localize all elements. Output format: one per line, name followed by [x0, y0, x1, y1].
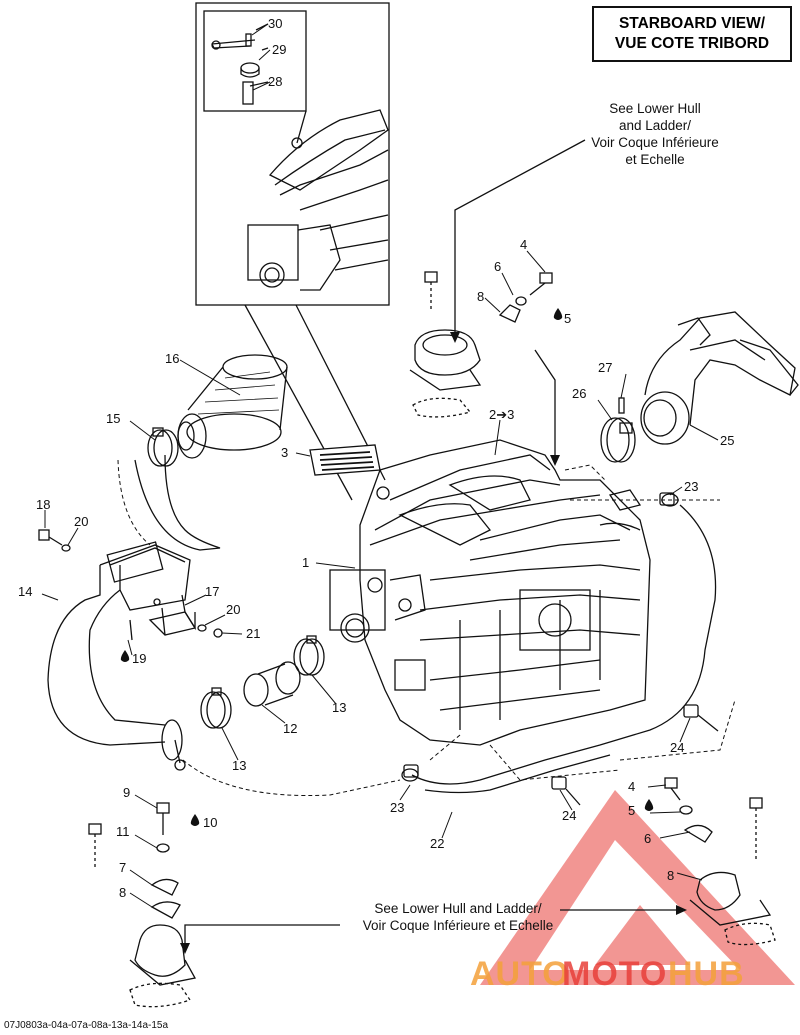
- view-title-line-1: STARBOARD VIEW/: [618, 15, 766, 32]
- note-bottom: See Lower Hull and Ladder/ Voir Coque In…: [363, 901, 554, 933]
- callout-4-bottom: 4: [628, 779, 635, 794]
- callout-labels: 30 29 28 16 15 3 1 2➔3 8 6 4 5 27 26 25 …: [18, 16, 734, 900]
- callout-19: 19: [132, 651, 146, 666]
- engine-mount-bottom-right: [664, 777, 776, 946]
- callout-5-bottom: 5: [628, 803, 635, 818]
- hose-part-12: [243, 661, 301, 707]
- callout-16: 16: [165, 351, 179, 366]
- callout-1: 1: [302, 555, 309, 570]
- clamp-part-26: [600, 417, 636, 463]
- callout-15: 15: [106, 411, 120, 426]
- callout-6-top: 6: [494, 259, 501, 274]
- callout-27: 27: [598, 360, 612, 375]
- clamp-part-13: [200, 635, 325, 729]
- callout-28: 28: [268, 74, 282, 89]
- callout-2-3: 2➔3: [489, 407, 514, 422]
- note-top: See Lower Hull and Ladder/ Voir Coque In…: [591, 101, 719, 167]
- view-title-line-2: VUE COTE TRIBORD: [614, 35, 770, 52]
- callout-21: 21: [246, 626, 260, 641]
- callout-7: 7: [119, 860, 126, 875]
- callout-4-top: 4: [520, 237, 527, 252]
- callout-3: 3: [281, 445, 288, 460]
- callout-13-left: 13: [232, 758, 246, 773]
- reference-arrows: [180, 139, 687, 954]
- exhaust-part-25: [640, 311, 799, 445]
- callout-25: 25: [720, 433, 734, 448]
- svg-text:HUB: HUB: [668, 955, 745, 993]
- callout-8-right: 8: [667, 868, 674, 883]
- callout-10: 10: [203, 815, 217, 830]
- pin-part-27: [618, 397, 625, 414]
- note-bottom-line-2: Voir Coque Inférieure et Echelle: [363, 918, 554, 933]
- sealant-drop-icon: [120, 308, 654, 826]
- note-bottom-line-1: See Lower Hull and Ladder/: [374, 901, 542, 916]
- hose-clip-part-23: [403, 492, 675, 778]
- callout-20-right: 20: [226, 602, 240, 617]
- callout-8-top: 8: [477, 289, 484, 304]
- callout-29: 29: [272, 42, 286, 57]
- decal-part-3: [309, 444, 381, 476]
- callout-14: 14: [18, 584, 32, 599]
- engine-assembly: [329, 439, 651, 746]
- callout-24-bottom: 24: [562, 808, 576, 823]
- callout-9: 9: [123, 785, 130, 800]
- hose-part-22: [401, 493, 717, 794]
- callout-24-right: 24: [670, 740, 684, 755]
- callout-22: 22: [430, 836, 444, 851]
- clamp-part-15: [147, 427, 179, 467]
- callout-12: 12: [283, 721, 297, 736]
- note-top-line-2: and Ladder/: [619, 118, 691, 133]
- air-filter-part-16: [177, 354, 288, 459]
- callout-5-top: 5: [564, 311, 571, 326]
- clip-part-24: [551, 704, 719, 806]
- callout-20-left: 20: [74, 514, 88, 529]
- callout-17: 17: [205, 584, 219, 599]
- guide-lines: [117, 459, 736, 797]
- callout-11: 11: [116, 824, 130, 839]
- callout-18: 18: [36, 497, 50, 512]
- watermark-logo: [480, 790, 795, 985]
- bracket-part-17: [148, 594, 197, 636]
- engine-mount-bottom-left: [88, 802, 197, 1008]
- engine-mount-top: [409, 271, 553, 418]
- note-top-line-3: Voir Coque Inférieure: [591, 135, 719, 150]
- callout-23-top: 23: [684, 479, 698, 494]
- intake-pipe-part-14: [47, 454, 221, 771]
- callout-13-right: 13: [332, 700, 346, 715]
- inset-detail: [195, 2, 390, 306]
- callout-8-left: 8: [119, 885, 126, 900]
- callout-23-bottom: 23: [390, 800, 404, 815]
- view-title-box: STARBOARD VIEW/ VUE COTE TRIBORD: [592, 6, 792, 62]
- svg-text:MOTO: MOTO: [562, 955, 667, 993]
- callout-30: 30: [268, 16, 282, 31]
- callout-leaders: [41, 23, 719, 908]
- fasteners-left: [38, 529, 223, 641]
- watermark-text: AUTO MOTO HUB: [470, 955, 745, 993]
- callout-6-bottom: 6: [644, 831, 651, 846]
- reference-code: 07J0803a-04a-07a-08a-13a-14a-15a: [4, 1020, 169, 1031]
- note-top-line-1: See Lower Hull: [609, 101, 701, 116]
- note-top-line-4: et Echelle: [625, 152, 684, 167]
- callout-26: 26: [572, 386, 586, 401]
- svg-text:AUTO: AUTO: [470, 955, 570, 993]
